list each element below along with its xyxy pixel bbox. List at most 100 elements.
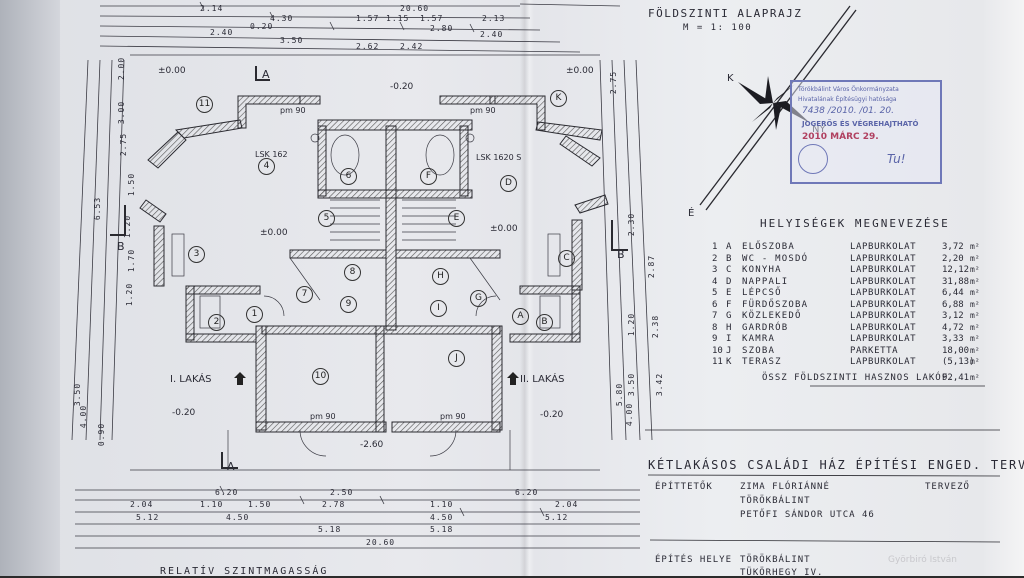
section-a-top: A	[262, 68, 270, 81]
room-name: FÜRDŐSZOBA	[742, 299, 809, 310]
room-finish: LAPBURKOLAT	[850, 288, 917, 298]
room-letter: G	[726, 311, 732, 321]
room-area-unit: m²	[970, 334, 980, 343]
rooms-total-value: 92,41	[942, 373, 970, 383]
bottom-dimension: 5.12	[545, 513, 569, 522]
seal-icon	[798, 144, 828, 174]
walls	[139, 95, 609, 433]
section-b-left: B	[117, 240, 125, 253]
top-dimension: 20.60	[400, 4, 430, 13]
room-letter: E	[726, 288, 732, 298]
room-name: KAMRA	[742, 334, 776, 344]
left-dimension: 0.90	[97, 422, 107, 447]
room-marker: 4	[258, 158, 275, 175]
section-a-bottom: A	[227, 460, 235, 473]
room-number: 4	[712, 276, 718, 287]
room-finish: LAPBURKOLAT	[850, 357, 917, 367]
room-marker: G	[470, 290, 487, 307]
right-dimension: 2.75	[609, 70, 619, 95]
top-dimension: 1.57	[420, 14, 444, 23]
right-dimension: 5.80	[615, 382, 625, 407]
left-dimension: 1.70	[127, 248, 137, 273]
room-marker: 3	[188, 246, 205, 263]
top-dimension: 2.80	[430, 24, 454, 33]
room-name: WC - MOSDÓ	[742, 253, 809, 264]
owner-name: ZIMA FLÓRIÁNNÉ	[740, 482, 830, 492]
bottom-dimension: 2.78	[322, 500, 346, 509]
room-name: LÉPCSŐ	[742, 288, 782, 298]
room-area: 4,72	[942, 322, 964, 333]
bottom-dimension: 1.10	[430, 500, 454, 509]
top-dimension: 2.40	[480, 30, 504, 39]
room-area: 6,88	[942, 299, 964, 310]
room-name: KÖZLEKEDŐ	[742, 311, 802, 321]
room-letter: C	[726, 265, 732, 275]
room-area-unit: m²	[970, 322, 980, 332]
right-dimension: 1.20	[627, 312, 637, 337]
rooms-total-unit: m²	[970, 373, 980, 382]
room-name: SZOBA	[742, 345, 776, 356]
left-dimension: 3.50	[73, 382, 83, 407]
left-dimension: 1.20	[123, 214, 133, 239]
room-finish: LAPBURKOLAT	[850, 253, 917, 264]
room-marker: D	[500, 175, 517, 192]
room-area: 3,72	[942, 242, 964, 252]
compass-east-label: K	[727, 73, 734, 84]
room-table-lines	[645, 385, 1001, 543]
top-dimension: 1.57	[356, 14, 380, 23]
room-name: GARDRÓB	[742, 322, 789, 333]
permit-title: KÉTLAKÁSOS CSALÁDI HÁZ ÉPÍTÉSI ENGED. TE…	[648, 458, 1024, 472]
room-area-unit: m²	[970, 311, 980, 320]
rooms-table-title: HELYISÉGEK MEGNEVEZÉSE	[760, 217, 950, 230]
unit-2-label: II. LAKÁS	[520, 374, 565, 385]
room-name: TERASZ	[742, 357, 782, 367]
room-number: 5	[712, 288, 718, 298]
table-background	[0, 0, 60, 576]
right-dimension: 2.30	[627, 212, 637, 237]
bottom-dimension: 5.18	[318, 525, 342, 534]
room-finish: LAPBURKOLAT	[850, 334, 917, 344]
floor-label-3: pm 90	[310, 412, 336, 421]
room-marker: K	[550, 90, 567, 107]
section-markers	[110, 66, 628, 469]
room-marker: 1	[246, 306, 263, 323]
stamp-status: JOGERŐS ÉS VÉGREHAJTHATÓ	[802, 120, 919, 128]
stamp-date: 2010 MÁRC 29.	[802, 132, 879, 142]
room-number: 9	[712, 334, 718, 344]
top-dimension: 3.50	[280, 36, 304, 45]
room-letter: B	[726, 253, 732, 264]
bottom-dimension: 20.60	[366, 538, 396, 547]
room-finish: PARKETTA	[850, 345, 899, 356]
room-number: 3	[712, 265, 718, 275]
bottom-dimension: 6.20	[215, 488, 239, 497]
room-marker: J	[448, 350, 465, 367]
window-label-left: LSK 162	[255, 150, 288, 159]
level-terrace-left: ±0.00	[158, 66, 186, 76]
room-number: 8	[712, 322, 718, 333]
top-dimension: 2.62	[356, 42, 380, 51]
room-area: 6,44	[942, 288, 964, 298]
room-number: 10	[712, 345, 723, 356]
stamp-signature: Tu!	[887, 152, 906, 166]
room-letter: D	[726, 276, 732, 287]
room-marker: 6	[340, 168, 357, 185]
rooms-total-label: ÖSSZ FÖLDSZINTI HASZNOS LAKÓF.	[762, 373, 955, 383]
stamp-authority: Törökbálint Város Önkormányzata	[798, 86, 899, 93]
window-label-right: LSK 1620 S	[476, 153, 522, 162]
room-letter: A	[726, 242, 732, 252]
left-dimension: 4.00	[79, 404, 89, 429]
top-dimension: 4.30	[270, 14, 294, 23]
left-dimension: 1.20	[125, 282, 135, 307]
floor-label-1: pm 90	[280, 106, 306, 115]
room-marker: F	[420, 168, 437, 185]
room-area: 2,20	[942, 253, 964, 264]
room-marker: 9	[340, 296, 357, 313]
room-area-unit: m²	[970, 288, 980, 297]
room-number: 2	[712, 253, 718, 264]
room-area-unit: m²	[970, 357, 980, 366]
